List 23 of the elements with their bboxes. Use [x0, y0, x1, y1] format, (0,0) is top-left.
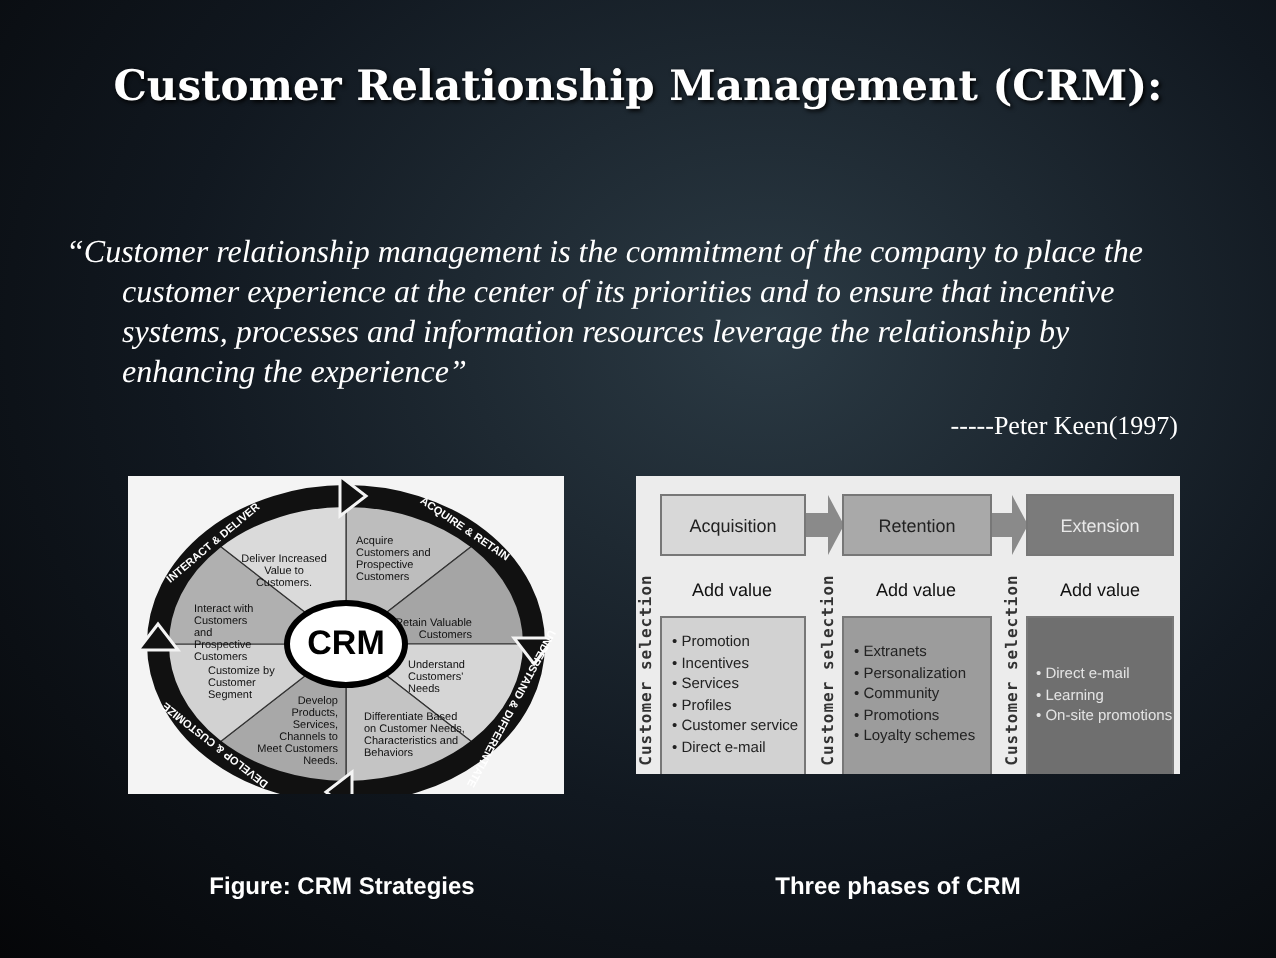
- node-text: CRM: [307, 624, 385, 664]
- phase-subheading: Add value: [1059, 580, 1141, 600]
- figure-caption: Three phases of CRM: [775, 872, 1021, 900]
- node-text: Extension: [1060, 515, 1140, 535]
- axis-label: Customer selection: [637, 574, 655, 766]
- axis-label: Customer selection: [1003, 574, 1021, 766]
- figure-caption: Figure: CRM Strategies: [209, 872, 475, 900]
- chevron-arrow: [806, 495, 844, 555]
- quote-attribution: -----Peter Keen(1997): [950, 410, 1178, 442]
- slide-title: Customer Relationship Management (CRM):: [111, 60, 1165, 110]
- activity-box: [1026, 616, 1174, 774]
- chevron-arrow: [992, 495, 1028, 555]
- phase-box: [1026, 494, 1174, 556]
- phase-subheading: Add value: [875, 580, 957, 600]
- axis-label: Customer selection: [819, 574, 837, 766]
- phase-subheading: Add value: [691, 580, 773, 600]
- activity-box: [842, 616, 992, 774]
- phase-box: [842, 494, 992, 556]
- activity-box: [660, 616, 806, 774]
- node-text: Acquisition: [689, 515, 777, 535]
- phase-box: [660, 494, 806, 556]
- node-text: Retention: [878, 515, 956, 535]
- quote-text: “Customer relationship management is the commitment of the company to place the customer experience at the center of its priorities and to ensure that incentive systems, processes and information resources leverage the relationship by enhancing the experience”: [66, 234, 1145, 394]
